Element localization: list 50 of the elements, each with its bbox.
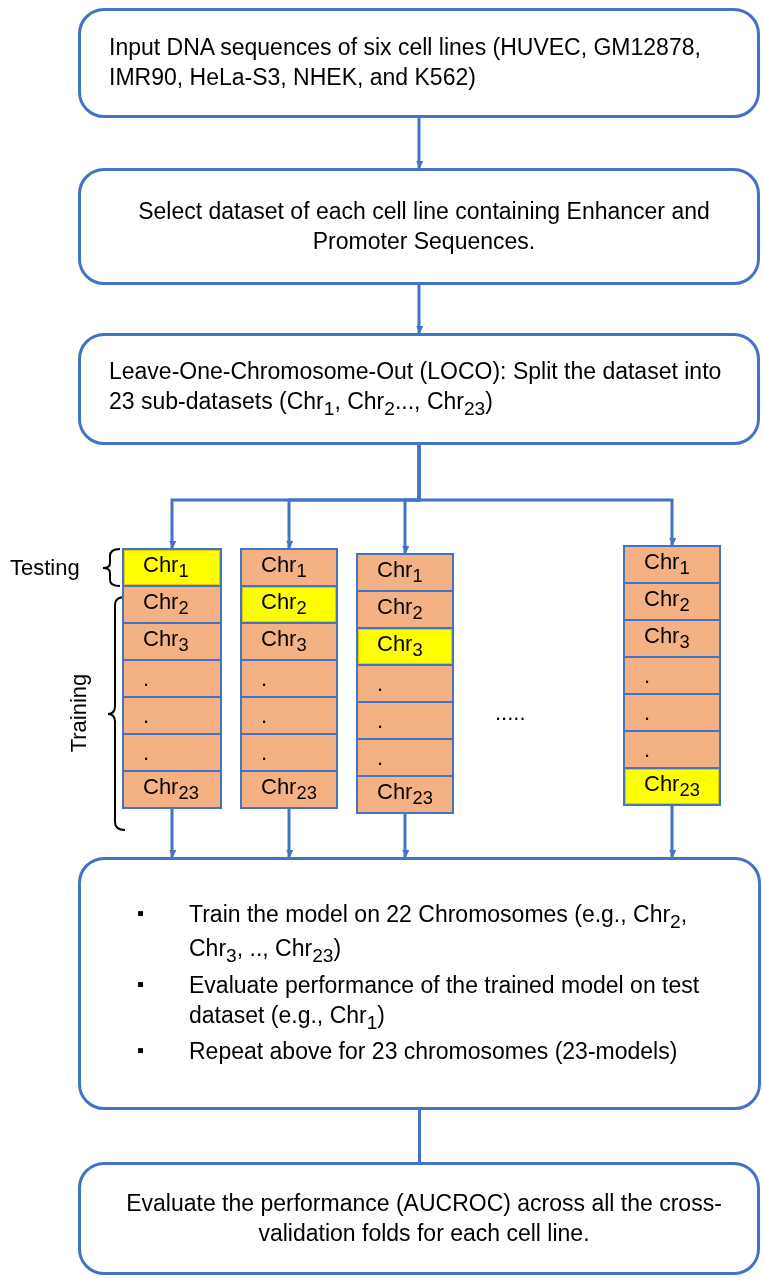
chromosome-cell: Chr$_{2}$ (625, 584, 719, 619)
chromosome-cell: Chr$_{1}$ (625, 547, 719, 582)
test-chromosome-cell: Chr$_{1}$ (124, 550, 220, 585)
chromosome-cell: . (625, 732, 719, 767)
chromosome-cell: Chr$_{3}$ (625, 621, 719, 656)
chromosome-cell: Chr$_{23}$ (242, 772, 336, 807)
chromosome-cell: . (358, 703, 452, 738)
chromosome-cell: Chr$_{3}$ (124, 624, 220, 659)
chromosome-cell: . (358, 740, 452, 775)
step-text: Repeat above for 23 chromosomes (23-models) (189, 1037, 679, 1067)
step-text: Evaluate the performance (AUCROC) across all the cross-validation folds for each cell line. (125, 1188, 723, 1248)
chromosome-cell: . (358, 666, 452, 701)
step-text: Input DNA sequences of six cell lines (HUVEC, GM12878, IMR90, HeLa-S3, NHEK, and K562) (109, 33, 702, 92)
process-box (78, 857, 761, 1110)
chromosome-cell: Chr$_{1}$ (358, 555, 452, 590)
process-box (78, 1162, 760, 1275)
process-box (78, 333, 760, 445)
test-chromosome-cell: Chr$_{2}$ (242, 587, 336, 622)
chromosome-cell: . (242, 735, 336, 770)
test-chromosome-cell: Chr$_{3}$ (358, 629, 452, 664)
process-box (78, 168, 760, 285)
ellipsis-text: ..... (495, 700, 526, 726)
step-text: Leave-One-Chromosome-Out (LOCO): Split the dataset into 23 sub-datasets (Chr$_{1}$, Chr$_{2}$..., Chr$_{23}$) (109, 356, 723, 421)
bullet-marker: ▪ (137, 900, 146, 926)
chromosome-column (623, 545, 721, 806)
process-box (78, 8, 760, 118)
chromosome-column (122, 548, 222, 809)
step-text: Select dataset of each cell line containing Enhancer and Promoter Sequences. (137, 196, 711, 256)
test-chromosome-cell: Chr$_{23}$ (625, 769, 719, 804)
brace-label: Training (66, 673, 93, 753)
chromosome-cell: Chr$_{23}$ (358, 777, 452, 812)
chromosome-cell: Chr$_{2}$ (358, 592, 452, 627)
chromosome-cell: Chr$_{23}$ (124, 772, 220, 807)
bullet-marker: ▪ (137, 971, 146, 997)
chromosome-cell: Chr$_{2}$ (124, 587, 220, 622)
chromosome-cell: . (124, 735, 220, 770)
chromosome-cell: Chr$_{3}$ (242, 624, 336, 659)
step-text: Evaluate performance of the trained model on test dataset (e.g., Chr$_{1}$) (189, 970, 701, 1035)
chromosome-cell: . (625, 658, 719, 693)
bullet-marker: ▪ (137, 1038, 146, 1064)
chromosome-cell: . (124, 698, 220, 733)
step-text: Train the model on 22 Chromosomes (e.g., Chr$_{2}$, Chr$_{3}$, .., Chr$_{23}$) (189, 899, 689, 968)
brace-label: Testing (10, 555, 80, 581)
chromosome-cell: . (242, 698, 336, 733)
chromosome-cell: . (625, 695, 719, 730)
chromosome-cell: . (124, 661, 220, 696)
chromosome-cell: Chr$_{1}$ (242, 550, 336, 585)
chromosome-cell: . (242, 661, 336, 696)
chromosome-column (240, 548, 338, 809)
chromosome-column (356, 553, 454, 814)
